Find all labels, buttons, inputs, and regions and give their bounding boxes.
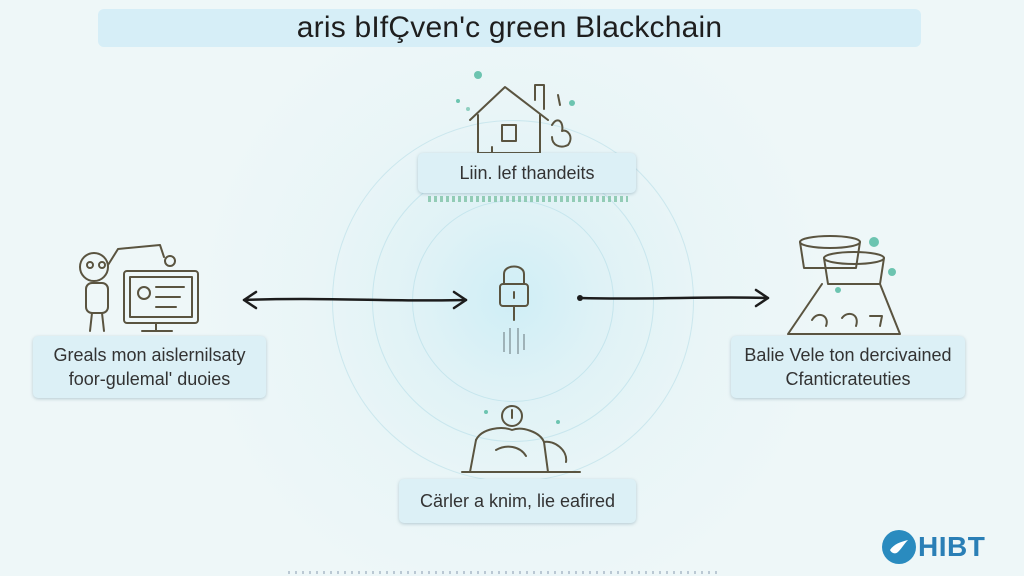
bowls-icon bbox=[787, 235, 901, 335]
right-node-line2: Cfanticrateuties bbox=[785, 369, 911, 389]
logo-text: HIBT bbox=[918, 531, 986, 562]
rocks-icon bbox=[461, 405, 581, 473]
house-icon bbox=[456, 71, 575, 158]
diagram-title: aris bIfÇven'c green Blackchain bbox=[296, 11, 723, 44]
left-node-line2: foor-gulemal' duoies bbox=[68, 369, 231, 389]
bottom-node-label: Cärler a knim, lie eafired bbox=[399, 479, 636, 523]
right-node-line1: Balie Vele ton dercivained bbox=[744, 345, 952, 365]
top-node-underline bbox=[428, 196, 628, 202]
left-node-label: Greals mon aislernilsaty foor-gulemal' d… bbox=[33, 336, 266, 398]
right-node-label: Balie Vele ton dercivained Cfanticrateut… bbox=[731, 336, 965, 398]
bottom-node-text: Cärler a knim, lie eafired bbox=[419, 491, 616, 511]
footer-decoration bbox=[288, 571, 718, 574]
top-node-label: Liin. lef thandeits bbox=[418, 153, 636, 193]
brand-logo[interactable]: HIBT bbox=[882, 527, 985, 567]
padlock-icon bbox=[499, 265, 529, 354]
left-node-line1: Greals mon aislernilsaty bbox=[53, 345, 246, 365]
title-bar: aris bIfÇven'c green Blackchain bbox=[98, 9, 921, 47]
bird-icon bbox=[882, 530, 916, 564]
robot-computer-icon bbox=[79, 244, 199, 332]
top-node-text: Liin. lef thandeits bbox=[459, 163, 595, 183]
